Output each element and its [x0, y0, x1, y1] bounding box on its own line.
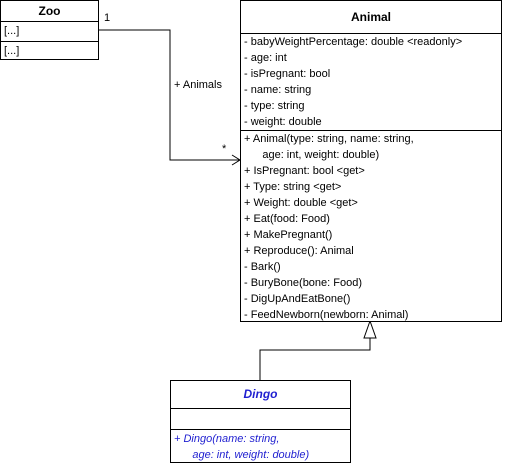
- attribute: - isPregnant: bool: [244, 68, 331, 80]
- class-animal-attributes: - babyWeightPercentage: double <readonly…: [241, 34, 501, 131]
- operation: + Animal(type: string, name: string,: [244, 133, 414, 145]
- class-dingo-attributes: [171, 409, 350, 430]
- class-zoo-operations: [...]: [4, 45, 20, 57]
- class-animal-operations: + Animal(type: string, name: string, age…: [241, 131, 501, 323]
- generalization-arrowhead: [363, 319, 377, 339]
- attribute: - age: int: [244, 52, 287, 64]
- operation: - BuryBone(bone: Food): [244, 277, 363, 289]
- attribute: - type: string: [244, 100, 305, 112]
- operation: age: int, weight: double): [174, 449, 310, 461]
- class-zoo[interactable]: Zoo [...] [...]: [0, 0, 99, 60]
- source-multiplicity: 1: [104, 12, 111, 24]
- attribute: - name: string: [244, 84, 312, 96]
- class-animal[interactable]: Animal - babyWeightPercentage: double <r…: [240, 0, 502, 322]
- target-multiplicity: *: [222, 143, 227, 155]
- operation: - Bark(): [244, 261, 281, 273]
- operation: - DigUpAndEatBone(): [244, 293, 351, 305]
- operation: + MakePregnant(): [244, 229, 333, 241]
- operation: + Dingo(name: string,: [174, 433, 280, 445]
- operation: + Weight: double <get>: [244, 197, 358, 209]
- class-zoo-name: Zoo: [1, 1, 98, 22]
- association-line: [98, 29, 240, 161]
- class-zoo-attributes: [...]: [1, 22, 98, 42]
- operation: - FeedNewborn(newborn: Animal): [244, 309, 409, 321]
- association-role-label: + Animals: [174, 79, 222, 91]
- attribute: - babyWeightPercentage: double <readonly…: [244, 36, 463, 48]
- operation: + Reproduce(): Animal: [244, 245, 354, 257]
- operation: + Eat(food: Food): [244, 213, 330, 225]
- generalization-line: [259, 338, 371, 380]
- operation: + IsPregnant: bool <get>: [244, 165, 365, 177]
- class-animal-name: Animal: [241, 1, 501, 34]
- class-dingo[interactable]: Dingo + Dingo(name: string, age: int, we…: [170, 380, 351, 463]
- operation: + Type: string <get>: [244, 181, 342, 193]
- class-dingo-name: Dingo: [171, 381, 350, 409]
- operation: age: int, weight: double): [244, 149, 380, 161]
- attribute: - weight: double: [244, 116, 322, 128]
- class-dingo-operations: + Dingo(name: string, age: int, weight: …: [171, 430, 350, 463]
